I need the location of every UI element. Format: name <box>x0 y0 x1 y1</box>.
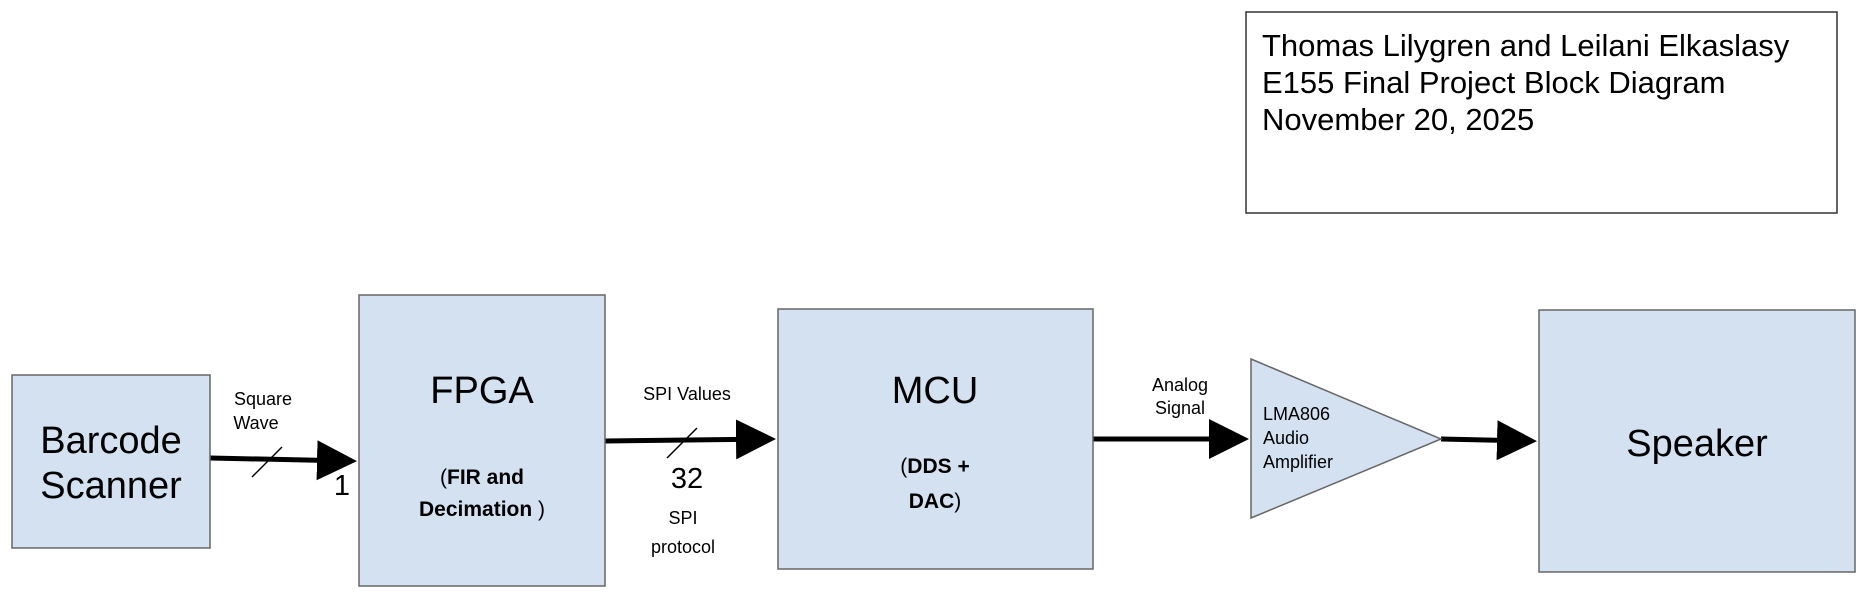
signal-label: Square <box>234 389 292 409</box>
amp-label: Amplifier <box>1263 452 1333 472</box>
block-label: Scanner <box>40 465 182 507</box>
signal-label: SPI Values <box>643 384 731 404</box>
amp-label: Audio <box>1263 428 1309 448</box>
block-label: Barcode <box>40 420 182 462</box>
arrow-fpga-mcu <box>604 419 776 460</box>
amp-label: LMA806 <box>1263 404 1330 424</box>
block-subtitle: Decimation ) <box>419 498 545 521</box>
signal-label: Signal <box>1155 398 1205 418</box>
block-fpga: FPGA (FIR and Decimation ) <box>358 294 606 587</box>
signal-label: Analog <box>1152 375 1208 395</box>
block-subtitle: DAC) <box>909 490 962 513</box>
block-speaker: Speaker <box>1538 309 1856 573</box>
bus-width: 32 <box>671 463 703 495</box>
block-barcode-scanner: Barcode Scanner <box>11 374 211 549</box>
bus-width: 1 <box>334 470 350 502</box>
signal-label: Wave <box>233 413 278 433</box>
block-title: FPGA <box>430 370 534 412</box>
block-mcu: MCU (DDS + DAC) <box>777 308 1094 570</box>
title-project: E155 Final Project Block Diagram <box>1262 65 1725 100</box>
protocol-label: protocol <box>651 537 715 557</box>
title-date: November 20, 2025 <box>1262 102 1534 137</box>
block-subtitle: (FIR and <box>440 466 524 489</box>
block-title: MCU <box>892 370 979 412</box>
arrow-scanner-fpga <box>209 440 357 481</box>
bus-slash <box>666 427 698 459</box>
block-amplifier: LMA806 Audio Amplifier <box>1250 357 1443 520</box>
title-authors: Thomas Lilygren and Leilani Elkaslasy <box>1262 28 1790 63</box>
block-title: Speaker <box>1626 423 1768 465</box>
block-subtitle: (DDS + <box>900 455 969 478</box>
title-box: Thomas Lilygren and Leilani Elkaslasy E1… <box>1245 11 1838 214</box>
bus-slash <box>251 446 283 478</box>
protocol-label: SPI <box>668 508 697 528</box>
arrow-amp-speaker <box>1440 420 1537 461</box>
